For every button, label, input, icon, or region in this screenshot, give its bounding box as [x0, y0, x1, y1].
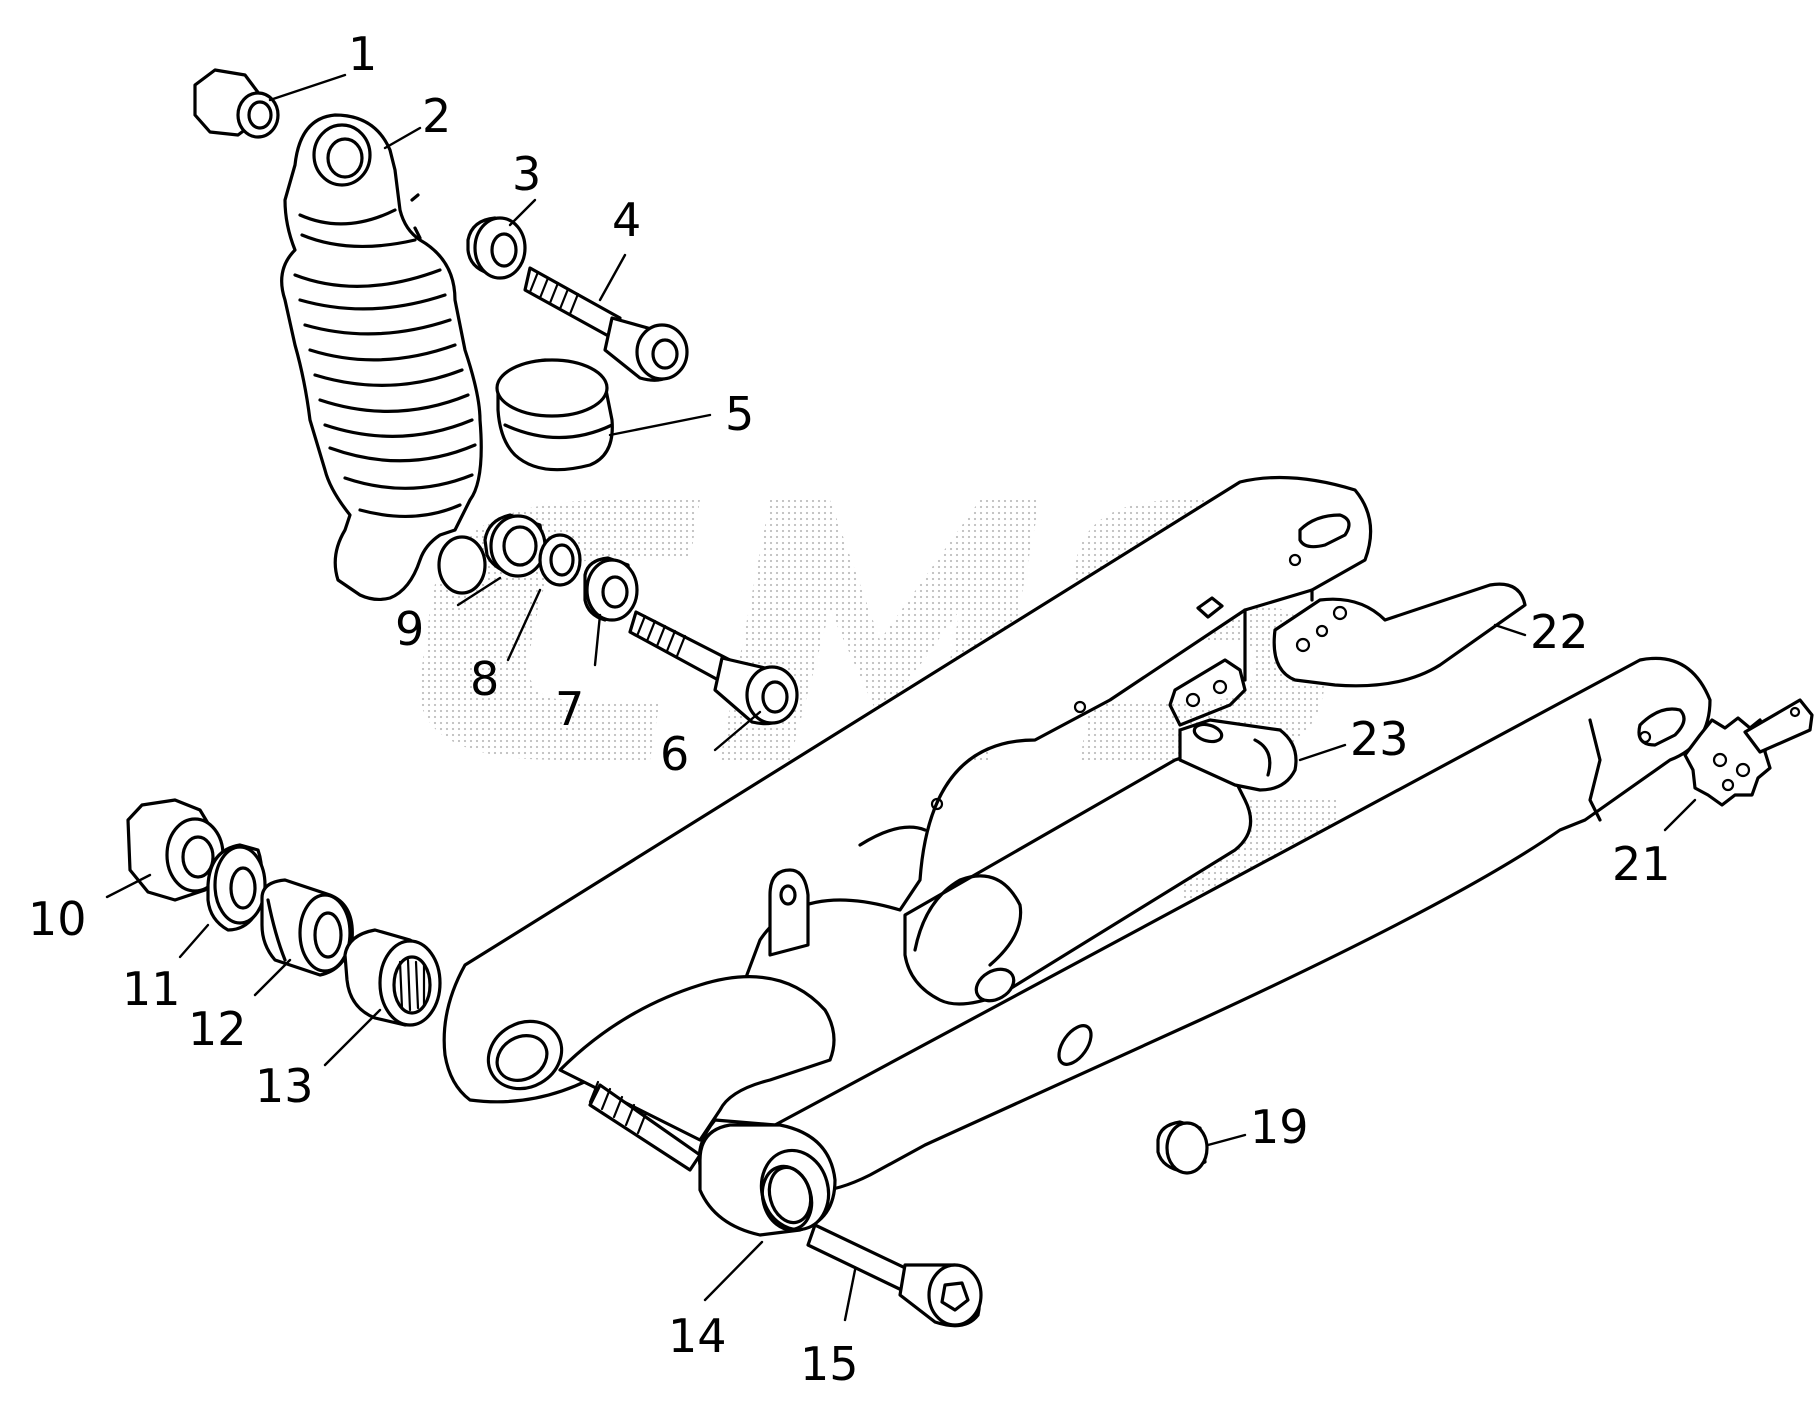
part-1-nut	[193, 68, 280, 139]
part-22-chain-guide	[1272, 582, 1527, 688]
callout-2: 2	[422, 89, 451, 143]
callout-12: 12	[188, 1002, 247, 1056]
part-3-collar	[466, 216, 527, 280]
part-15-pivot-bolt	[588, 1080, 983, 1328]
callout-5: 5	[725, 387, 754, 441]
part-6-bolt	[628, 610, 799, 726]
part-8-ring	[538, 533, 582, 587]
callout-21: 21	[1612, 837, 1671, 891]
callout-23: 23	[1350, 712, 1409, 766]
part-9-bearing	[483, 513, 547, 578]
callout-13: 13	[255, 1059, 314, 1113]
part-21-chain-adjuster	[1683, 698, 1814, 807]
part-19-plug	[1156, 1120, 1209, 1175]
part-14-pivot-collar	[760, 1164, 814, 1232]
callout-1: 1	[348, 27, 377, 81]
callout-7: 7	[555, 682, 584, 736]
part-7-collar	[583, 556, 639, 622]
part-4-bolt	[523, 266, 689, 382]
callout-4: 4	[612, 193, 641, 247]
callout-15: 15	[800, 1337, 859, 1391]
part-13-needle-bearing	[343, 928, 442, 1027]
part-23-clamp	[1178, 718, 1298, 792]
part-2-shock-absorber	[280, 113, 487, 602]
callout-9: 9	[395, 602, 424, 656]
callout-14: 14	[668, 1309, 727, 1363]
callout-labels: 1 2 3 4 5 9 8 7 6 10 11 12 13 14 15 19 2…	[28, 27, 1671, 1391]
callout-8: 8	[470, 652, 499, 706]
callout-22: 22	[1530, 605, 1589, 659]
part-11-washer	[206, 843, 267, 932]
callout-3: 3	[512, 147, 541, 201]
part-12-collar	[260, 878, 354, 977]
callout-6: 6	[660, 727, 689, 781]
callout-19: 19	[1250, 1100, 1309, 1154]
swingarm	[442, 475, 1712, 1237]
callout-11: 11	[122, 962, 181, 1016]
callout-10: 10	[28, 892, 87, 946]
leader-lines	[105, 73, 1697, 1322]
part-5-rubber	[495, 358, 614, 472]
